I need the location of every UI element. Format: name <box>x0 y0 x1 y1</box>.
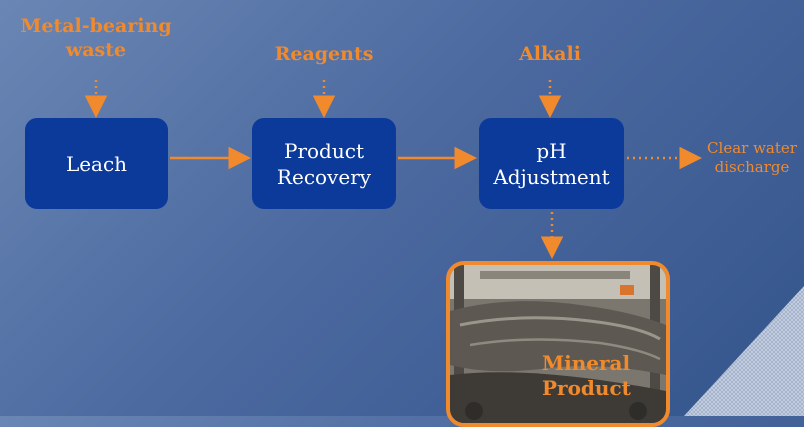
corner-hatch-decoration <box>684 286 804 416</box>
flow-connectors <box>84 80 702 259</box>
input-waste-label: Metal-bearing waste <box>20 15 172 61</box>
output-product-label: Mineral Product <box>542 351 631 400</box>
step-leach-box: Leach <box>25 118 168 209</box>
input-alkali-label: Alkali <box>519 43 581 65</box>
step-recovery-box: Product Recovery <box>252 118 396 209</box>
step-recovery-label: Product Recovery <box>276 138 372 189</box>
conveyor-sludge-image <box>450 265 666 423</box>
step-leach-label: Leach <box>65 151 128 176</box>
mineral-product-photo: Mineral Product <box>446 261 670 427</box>
input-reagents-label: Reagents <box>274 43 374 65</box>
output-discharge-label: Clear water discharge <box>707 139 797 176</box>
step-ph-label: pH Adjustment <box>493 138 610 189</box>
step-ph-box: pH Adjustment <box>479 118 624 209</box>
